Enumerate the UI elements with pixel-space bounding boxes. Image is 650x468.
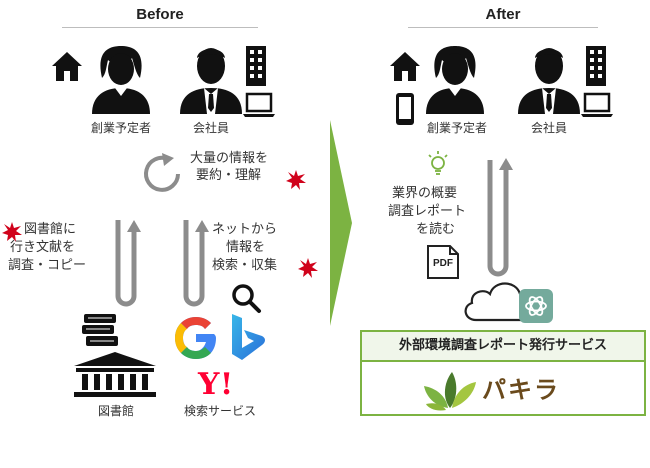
person-label-employee: 会社員 [192,121,229,135]
building-icon [246,46,266,86]
chatgpt-icon [519,289,553,323]
report-line-3: を読む [416,222,456,237]
flow-arrow-library [115,220,141,307]
building-icon [586,46,606,86]
house-icon [390,52,420,81]
net-line-1: ネットから [212,222,278,237]
person-label-founder: 創業予定者 [90,121,151,135]
net-line-2: 情報を [226,240,266,255]
house-icon [52,52,82,81]
report-line-2: 調査レポート [388,204,467,219]
laptop-icon [243,92,275,117]
person-label-employee: 会社員 [530,121,567,135]
svg-text:Y: Y [197,367,220,400]
after-title-rule [408,27,598,28]
bing-logo [232,314,265,360]
after-title: After [485,6,521,23]
pdf-label: PDF [433,258,453,269]
transition-arrow [330,120,352,326]
service-title: 外部環境調査レポート発行サービス [362,332,644,362]
laptop-icon [581,92,613,117]
smartphone-icon [396,93,414,125]
library-line-2: 行き文献を [10,240,76,255]
brand-name: パキラ [482,376,560,404]
pdf-icon: PDF [426,244,460,280]
flow-arrow-net [183,220,209,307]
person-female-icon [426,46,484,114]
library-line-1: 図書館に [24,222,77,237]
understand-line-2: 要約・理解 [196,168,262,183]
person-male-icon [518,48,580,114]
search-service-label: 検索サービス [183,404,256,418]
burst-icon [298,258,318,278]
service-box: 外部環境調査レポート発行サービス パキラ [360,330,646,416]
cycle-icon [144,153,180,192]
books-icon [82,314,118,346]
burst-icon [286,170,306,190]
lightbulb-icon [428,151,448,175]
magnifier-icon [232,284,261,313]
understand-line-1: 大量の情報を [190,151,269,166]
net-line-3: 検索・収集 [212,258,278,273]
library-building-icon [74,352,156,397]
person-male-icon [180,48,242,114]
before-title-rule [62,27,258,28]
burst-icon [2,222,22,242]
flow-arrow-report [487,158,513,277]
leaf-logo [424,372,476,411]
report-line-1: 業界の概要 [392,186,458,201]
google-logo [175,317,216,359]
library-label: 図書館 [97,404,134,418]
before-title: Before [136,6,184,23]
person-label-founder: 創業予定者 [426,121,487,135]
svg-text:!: ! [220,367,233,400]
yahoo-logo: Y ! [197,367,233,400]
library-line-3: 調査・コピー [8,258,87,273]
person-female-icon [92,46,150,114]
